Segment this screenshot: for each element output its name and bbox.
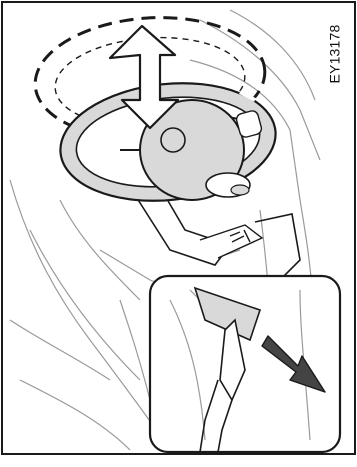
lever-detail-inset [150,276,340,452]
figure-code-text: EY13178 [326,24,342,83]
steering-wheel [55,73,282,211]
figure-code-label: EY13178 [312,4,356,104]
